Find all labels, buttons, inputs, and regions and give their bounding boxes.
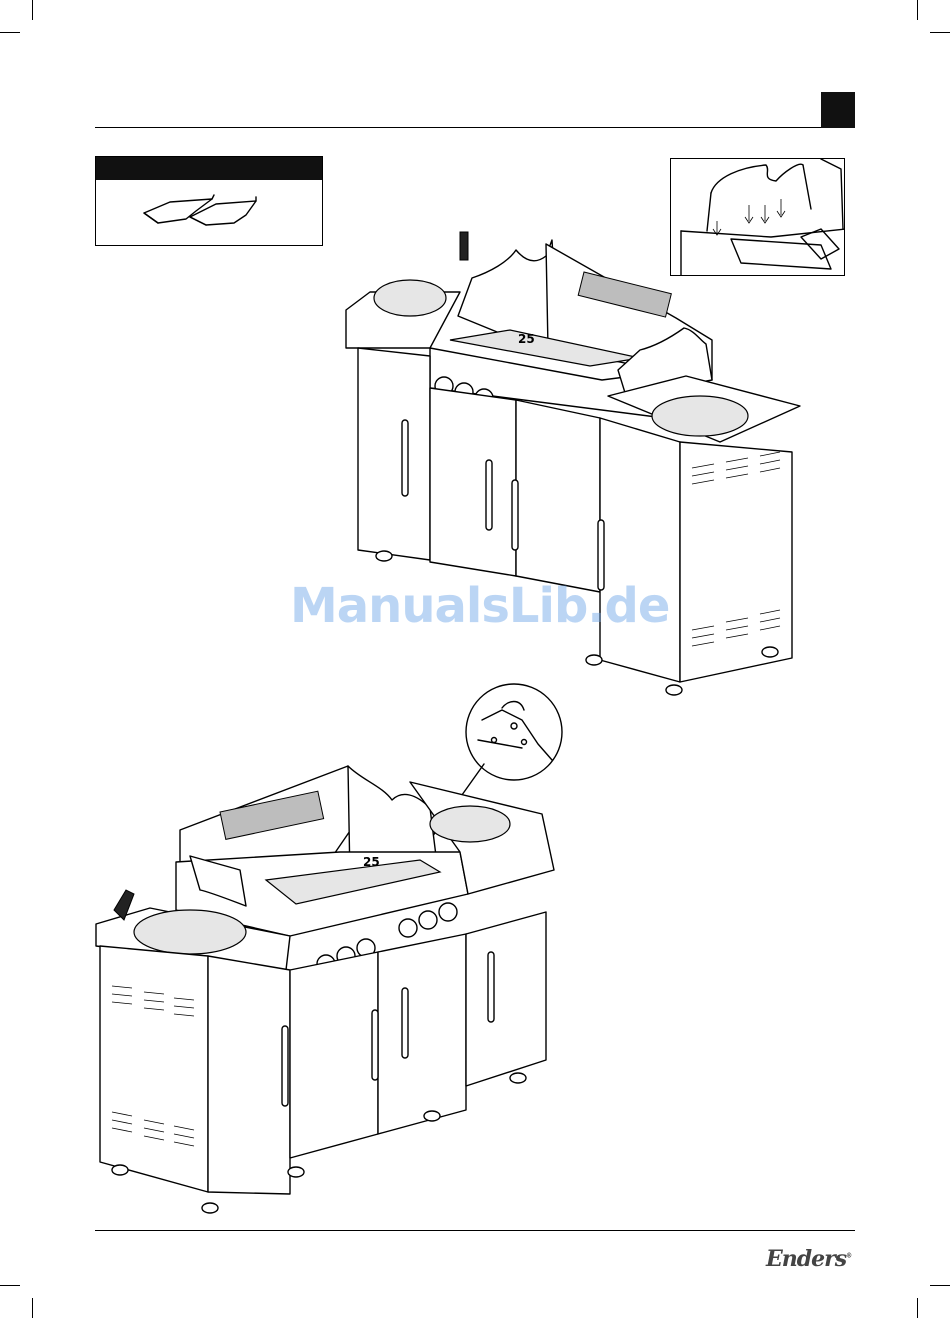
heat-deflector-icon — [96, 157, 324, 247]
crop-mark — [32, 1298, 33, 1318]
brand-registered-mark: ® — [846, 1253, 851, 1260]
crop-mark — [917, 0, 918, 20]
parts-box — [95, 156, 323, 246]
brand-name: Enders — [766, 1246, 846, 1272]
page-tab — [821, 92, 855, 128]
step-label-top: 25 — [518, 332, 535, 346]
footer-rule — [95, 1230, 855, 1231]
watermark: ManualsLib.de — [290, 578, 670, 634]
crop-mark — [930, 1285, 950, 1286]
header-rule — [95, 127, 855, 128]
crop-mark — [0, 1285, 20, 1286]
brand-logo: Enders® — [766, 1246, 851, 1272]
crop-mark — [930, 32, 950, 33]
step-label-bottom: 25 — [363, 855, 380, 869]
crop-mark — [917, 1298, 918, 1318]
grill-illustration-bottom — [90, 760, 570, 1220]
crop-mark — [32, 0, 33, 20]
crop-mark — [0, 32, 20, 33]
